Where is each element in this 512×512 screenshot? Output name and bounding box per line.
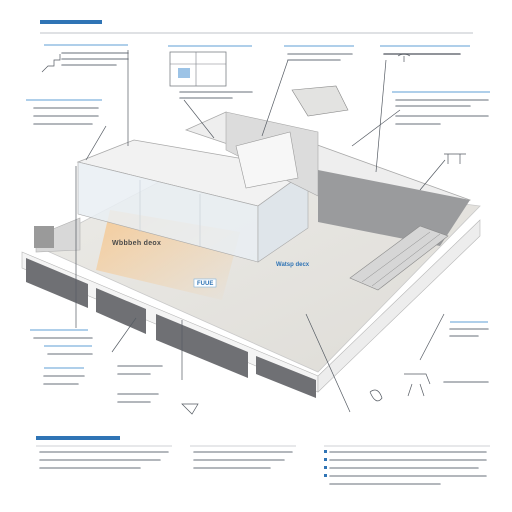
left-step — [34, 226, 54, 248]
rooflight-sketch-icon — [291, 85, 349, 117]
basement-panel-4 — [256, 356, 316, 398]
small-blue-tag-bg — [193, 278, 217, 288]
lamp-sketch-icon — [397, 53, 411, 62]
ramp-stairs — [349, 225, 449, 291]
note-block-top-left — [41, 44, 129, 73]
top-header — [40, 20, 473, 34]
note-block-right-mid — [369, 153, 489, 402]
courtyard-opening — [235, 131, 299, 189]
legend-bottom-right — [324, 445, 490, 485]
basement-panel-1 — [26, 258, 88, 308]
note-block-left-lower — [30, 329, 199, 415]
note-block-top-center — [168, 45, 253, 99]
legend-bottom-center — [190, 445, 296, 469]
note-block-left-mid — [26, 99, 102, 125]
legend-bottom-left — [36, 436, 172, 469]
leader-lines — [75, 50, 446, 413]
basement-panel-2 — [96, 288, 146, 334]
plan-thumbnail — [169, 51, 227, 87]
note-block-top-right — [284, 45, 470, 62]
center-label: Watsp decx — [276, 262, 310, 268]
main-floor-label: Wbbbeh deox — [112, 240, 161, 247]
basement-panel-3 — [156, 314, 248, 378]
small-blue-tag: FUUE — [197, 281, 213, 287]
note-block-right-upper — [291, 85, 490, 125]
top-title-bar — [40, 20, 102, 24]
fixture-sketch-icon — [444, 153, 466, 164]
stair-sketch-icon — [41, 54, 61, 73]
building-axonometric: Wbbbeh deox Watsp decx FUUE — [21, 111, 481, 398]
slab-front-right — [317, 219, 481, 393]
chair-sketch-icon — [404, 373, 431, 397]
right-inner-wall — [318, 170, 470, 246]
